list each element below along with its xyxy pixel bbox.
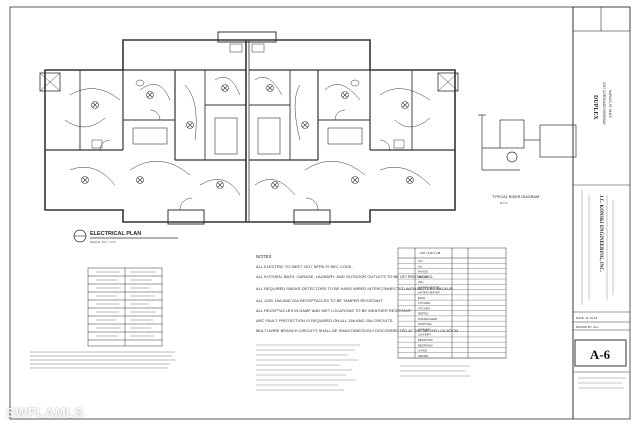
panel-row-label: DRYER — [418, 275, 428, 279]
watermark: SWFLAMLS — [6, 405, 84, 420]
plan-title-block — [73, 229, 178, 243]
panel-row-label: KITCHEN — [418, 301, 430, 305]
project-address: 5237 CORONADO PARKWAY — [602, 82, 606, 126]
riser-title: TYPICAL RISER DIAGRAM — [492, 195, 539, 199]
titleblock-drawn: DRAWN BY: ALL — [576, 325, 599, 329]
notes-heading: NOTES — [256, 254, 272, 259]
note-item: ALL KITCHEN, BATH, GARAGE, LAUNDRY, AND … — [256, 274, 434, 279]
panel-row-label: BATH — [418, 296, 425, 300]
panel-row-label: REFRIG — [418, 312, 429, 316]
titleblock-date: DATE: 11-15-18 — [576, 316, 598, 320]
note-item: MULTI-WIRE BRANCH CIRCUITS SHALL BE SIMU… — [256, 328, 459, 333]
panel-row-label: BEDROOM — [418, 343, 433, 347]
floor-plan — [39, 31, 459, 225]
plan-scale: SCALE: 1/4" = 1'-0" — [90, 240, 116, 244]
firm-name: J.C. KONSKI ENGINEERING, INC. — [598, 195, 603, 272]
legend-text-lines — [96, 271, 156, 337]
note-item: ARC FAULT PROTECTION IS REQUIRED ON ALL … — [256, 318, 394, 323]
title-block — [572, 6, 631, 419]
project-name: DUPLEX — [592, 95, 598, 120]
panel-row-label: W/H — [418, 280, 423, 284]
sheet-border — [9, 6, 631, 420]
panel-row-label: A/C — [418, 264, 423, 268]
panel-row-label: LAUNDRY — [418, 333, 431, 337]
notes-continuation-lines — [256, 344, 360, 391]
circuit-wiring — [64, 76, 431, 196]
panel-row-label: DISPOSAL — [418, 322, 432, 326]
panel-title: 120 / 240 V 1Ø — [420, 251, 441, 255]
notes-list: ALL ELECTRIC TO MEET 2017 NFPA 70 NEC CO… — [256, 264, 459, 333]
panel-row-label: WATER HEATER — [418, 291, 440, 295]
panel-row-label: RANGE — [418, 270, 428, 274]
note-item: ALL RECEPTACLES IN DAMP AND WET LOCATION… — [256, 308, 412, 313]
plan-title: ELECTRICAL PLAN — [90, 231, 141, 237]
project-city: NAPLES, FL 34116 — [608, 90, 612, 118]
note-item: ALL 125V 15A AND 20A RECEPTACLES TO BE T… — [256, 298, 383, 303]
panel-row-label: KITCHEN — [418, 306, 430, 310]
riser-diagram — [478, 114, 577, 171]
panel-row-label: DISHWASHER — [418, 317, 437, 321]
panel-row-label: SMOKE — [418, 354, 428, 358]
panel-footnote-lines — [400, 365, 470, 377]
riser-scale: N.T.S. — [500, 201, 508, 205]
panel-row-label: BEDROOM — [418, 338, 433, 342]
note-item: ALL REQUIRED SMOKE DETECTORS TO BE HARD … — [256, 286, 453, 291]
panel-row-label: A/C — [418, 259, 423, 263]
sheet-number: A-6 — [590, 347, 611, 362]
panel-row-label: WATER HEATER — [418, 285, 440, 289]
panel-schedule — [397, 247, 507, 359]
panel-row-label: GARAGE — [418, 327, 430, 331]
panel-row-label: LIVING — [418, 349, 427, 353]
titleblock-vertical-text: DUPLEX 5237 CORONADO PARKWAY NAPLES, FL … — [592, 82, 612, 272]
note-item: ALL ELECTRIC TO MEET 2017 NFPA 70 NEC CO… — [256, 264, 353, 269]
light-fixtures — [81, 84, 414, 189]
symbol-legend — [87, 267, 163, 347]
general-note-lines — [30, 351, 176, 369]
titleblock-detail-lines — [578, 190, 626, 389]
